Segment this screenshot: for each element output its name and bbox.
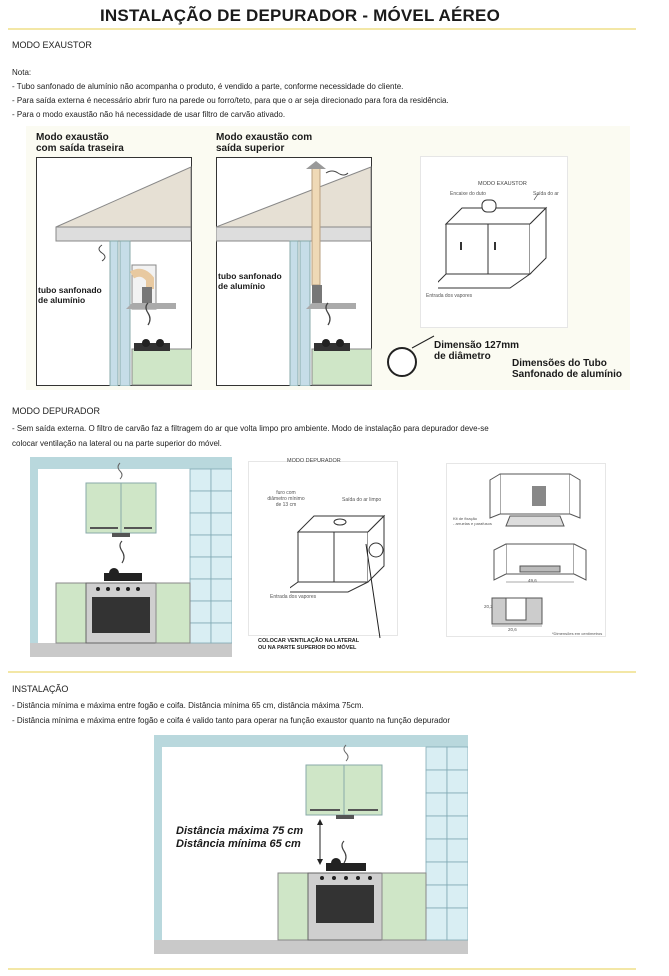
- note-line: - Tubo sanfonado de alumínio não acompan…: [12, 82, 404, 91]
- fig3-entrada-label: Entrada dos vapores: [426, 293, 473, 299]
- dim-width: 49,6: [528, 578, 537, 583]
- tube-title-label: Dimensões do Tubo Sanfonado de alumínio: [512, 358, 623, 380]
- ventilation-note: COLOCAR VENTILAÇÃO NA LATERAL OU NA PART…: [258, 638, 360, 651]
- instalacao-text: - Distância mínima e máxima entre fogão …: [12, 701, 364, 710]
- fig3-saida-label: Saída do ar: [533, 191, 559, 197]
- dimension-note: *Dimensões em centímetros: [552, 631, 603, 636]
- divider: [8, 28, 636, 30]
- furo-label: furo com diâmetro mínimo de 13 cm: [267, 490, 305, 508]
- instalacao-text: - Distância mínima e máxima entre fogão …: [12, 716, 451, 725]
- dimension-pointer: [411, 335, 435, 349]
- fig1-caption: Modo exaustão com saída traseira: [36, 132, 124, 154]
- fig3-encaixe-label: Encaixe do duto: [450, 191, 486, 197]
- fig1-tube-label: tubo sanfonado de alumínio: [38, 285, 102, 305]
- page-title: INSTALAÇÃO DE DEPURADOR - MÓVEL AÉREO: [100, 6, 500, 25]
- top-exhaust-illustration: [216, 157, 372, 386]
- fig2-caption: Modo exaustão com saída superior: [216, 132, 313, 154]
- note-line: - Para saída externa é necessário abrir …: [12, 96, 449, 105]
- section-heading-depurador: MODO DEPURADOR: [12, 406, 101, 416]
- fig2-tube-label: tubo sanfonado de alumínio: [218, 271, 282, 291]
- kitchen-depurador-illustration: [30, 457, 232, 657]
- depurador-text: - Sem saída externa. O filtro de carvão …: [12, 424, 489, 433]
- saida-limpo-label: Saída do ar limpo: [342, 497, 382, 503]
- section-heading-instalacao: INSTALAÇÃO: [12, 684, 69, 694]
- tube-dimension-label: Dimensão 127mm de diâmetro: [434, 340, 520, 362]
- depurador-fig-heading: MODO DEPURADOR: [287, 458, 341, 464]
- note-label: Nota:: [12, 68, 32, 77]
- box-sketch: [438, 194, 548, 289]
- divider: [8, 671, 636, 673]
- entrada-label: Entrada dos vapores: [270, 594, 317, 600]
- depurador-box-sketch: [290, 514, 386, 593]
- dim-bottom: 20,6: [508, 627, 517, 632]
- kitchen-installation-illustration: [154, 735, 468, 954]
- fixacao-label: Kit de fixação - arruelas e parafusos: [453, 516, 492, 526]
- divider: [8, 968, 636, 970]
- ventilation-pointer: [365, 543, 381, 639]
- note-line: - Para o modo exaustão não há necessidad…: [12, 110, 286, 119]
- mounting-sketch: [489, 473, 587, 627]
- depurador-text: colocar ventilação na lateral ou na part…: [12, 439, 222, 448]
- distance-labels: Distância máxima 75 cm Distância mínima …: [176, 825, 304, 850]
- tube-diameter-circle: [387, 347, 417, 377]
- section-heading-exaustor: MODO EXAUSTOR: [12, 40, 92, 50]
- dim-height: 20,2: [484, 604, 493, 609]
- fig3-heading: MODO EXAUSTOR: [478, 181, 527, 187]
- rear-exhaust-illustration: [36, 157, 192, 386]
